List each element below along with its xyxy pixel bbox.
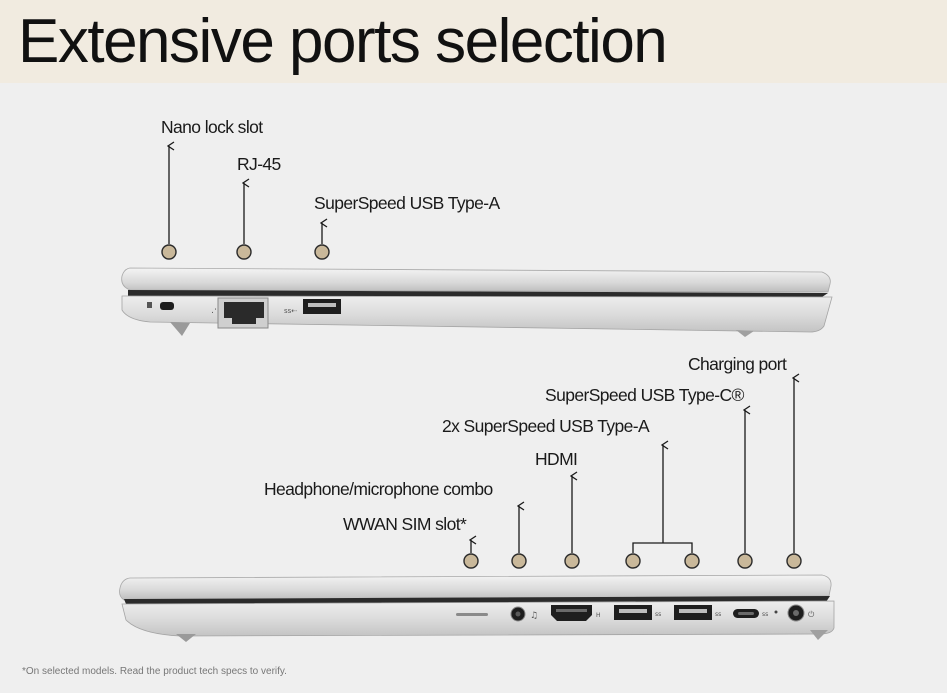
led-indicator <box>774 610 778 614</box>
footnote: *On selected models. Read the product te… <box>22 666 287 677</box>
page-title: Extensive ports selection <box>18 7 668 76</box>
usb-a-port: ss⇠ <box>284 299 341 315</box>
svg-text:H: H <box>596 612 601 619</box>
callout-dot-headphone <box>511 553 527 569</box>
label-headphone-microphone-combo: Headphone/microphone combo <box>264 479 493 499</box>
label-2x-superspeed-usb-type-a: 2x SuperSpeed USB Type-A <box>442 416 650 436</box>
callout-dot-usb-a <box>314 244 330 260</box>
svg-text:ss: ss <box>762 611 768 618</box>
label-rj45: RJ-45 <box>237 154 281 174</box>
callout-dot-rj45 <box>236 244 252 260</box>
svg-text:♫: ♫ <box>530 611 538 621</box>
callout-line-2x-usb-a <box>632 445 693 553</box>
callout-dot-charging <box>786 553 802 569</box>
hdmi-port: H <box>551 605 601 621</box>
callout-dot-usb-c <box>737 553 753 569</box>
usb-a-port-2: ss <box>674 605 721 620</box>
header-band <box>0 0 947 83</box>
label-charging-port: Charging port <box>688 354 787 374</box>
svg-text:ss: ss <box>655 611 661 618</box>
callout-dot-usb-a-2 <box>684 553 700 569</box>
laptop-left-side: ⋰ ss⇠ <box>121 267 833 337</box>
wwan-sim-slot-port <box>456 613 488 616</box>
svg-text:ss: ss <box>715 611 721 618</box>
callout-dot-nano-lock <box>161 244 177 260</box>
label-superspeed-usb-type-a: SuperSpeed USB Type-A <box>314 193 500 213</box>
usb-c-port: ss <box>733 609 768 618</box>
label-hdmi: HDMI <box>535 449 578 469</box>
callout-dot-wwan <box>463 553 479 569</box>
charging-port: ⏻ <box>787 604 815 622</box>
label-superspeed-usb-type-c: SuperSpeed USB Type-C® <box>545 385 744 405</box>
svg-text:ss⇠: ss⇠ <box>284 307 297 315</box>
svg-text:⋰: ⋰ <box>211 305 220 315</box>
callout-dot-hdmi <box>564 553 580 569</box>
headphone-jack-port: ♫ <box>510 606 538 622</box>
svg-text:⏻: ⏻ <box>808 610 815 619</box>
label-nano-lock-slot: Nano lock slot <box>161 117 263 137</box>
label-wwan-sim-slot: WWAN SIM slot* <box>343 514 467 534</box>
callout-dot-usb-a-1 <box>625 553 641 569</box>
nano-lock-slot-port <box>147 302 174 310</box>
usb-a-port-1: ss <box>614 605 661 620</box>
laptop-right-side: ♫ H ss ss ss ⏻ <box>119 574 835 642</box>
rj45-port: ⋰ <box>211 297 269 329</box>
